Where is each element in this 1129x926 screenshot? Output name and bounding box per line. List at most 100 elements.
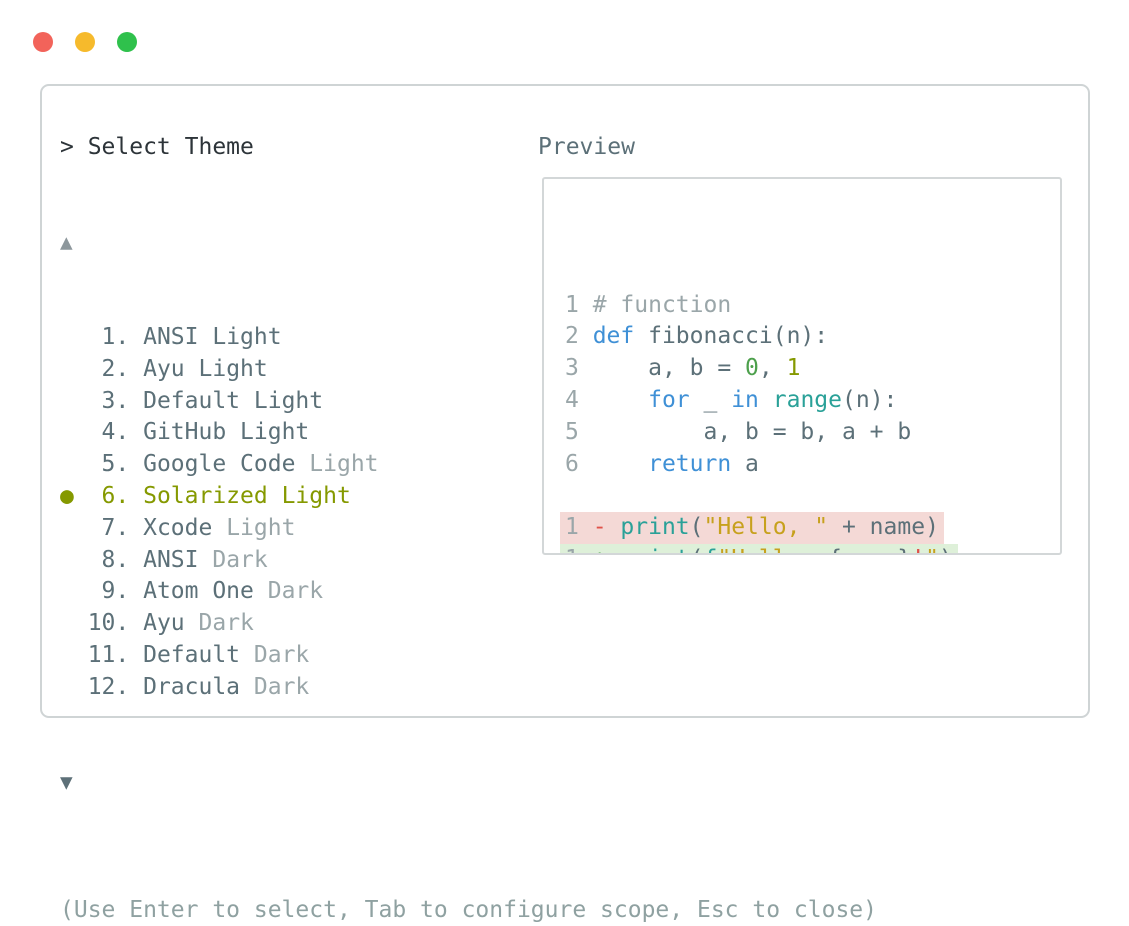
code-line: 6 return a <box>565 449 1060 481</box>
theme-option-name: Default <box>143 641 241 668</box>
theme-option-variant: Light <box>198 355 268 382</box>
spacer <box>198 324 212 350</box>
bullet-spacer <box>60 578 88 604</box>
code-line: 5 a, b = b, a + b <box>565 417 1060 449</box>
code-token: print <box>620 514 690 541</box>
code-token: f <box>704 546 718 553</box>
maximize-button[interactable] <box>117 32 137 52</box>
code-token: print <box>620 546 689 553</box>
theme-option-atom-one-dark[interactable]: 9. Atom One Dark <box>60 576 538 608</box>
theme-option-name: ANSI <box>143 546 199 573</box>
theme-option-name: Default <box>143 387 241 414</box>
theme-option-name: Ayu <box>143 610 185 637</box>
scroll-down-icon[interactable]: ▼ <box>60 770 73 795</box>
line-number: 1 <box>565 514 593 541</box>
theme-option-ayu-dark[interactable]: 10. Ayu Dark <box>60 608 538 640</box>
bullet-spacer <box>60 547 88 573</box>
theme-option-variant: Light <box>240 419 310 446</box>
code-line: 3 a, b = 0, 1 <box>565 353 1060 385</box>
minimize-button[interactable] <box>75 32 95 52</box>
code-line: 1 # function <box>565 290 1060 322</box>
code-token: + <box>593 546 621 553</box>
theme-option-variant: Dark <box>212 546 268 573</box>
theme-option-ayu-light[interactable]: 2. Ayu Light <box>60 354 538 386</box>
theme-option-variant: Light <box>226 514 296 541</box>
theme-option-variant: Light <box>309 451 379 478</box>
code-line: 4 for _ in range(n): <box>565 385 1060 417</box>
theme-option-number: 3. <box>87 387 144 414</box>
code-token: 0 <box>745 355 759 382</box>
theme-option-google-code-light[interactable]: 5. Google Code Light <box>60 449 538 481</box>
spacer <box>198 547 212 573</box>
theme-option-name: Dracula <box>143 673 241 700</box>
code-token: def <box>592 323 635 350</box>
theme-option-variant: Dark <box>253 641 310 668</box>
theme-option-ansi-light[interactable]: 1. ANSI Light <box>60 322 538 354</box>
code-token: ( <box>690 546 704 553</box>
preview-label: Preview <box>538 134 635 160</box>
bullet-spacer <box>60 674 88 700</box>
spacer <box>240 674 254 700</box>
theme-option-number: 1. <box>87 323 144 350</box>
theme-option-name: Solarized <box>143 482 268 509</box>
theme-option-variant: Dark <box>267 578 324 605</box>
line-number: 1 <box>565 291 593 318</box>
theme-option-variant: Light <box>212 323 282 350</box>
line-number: 1 <box>565 546 593 553</box>
code-token <box>759 387 773 413</box>
theme-option-name: ANSI <box>143 323 199 350</box>
theme-option-number: 11. <box>87 641 144 668</box>
code-token: - <box>592 514 621 541</box>
spacer <box>254 578 268 604</box>
spacer <box>185 356 199 382</box>
line-number: 5 <box>565 418 593 445</box>
code-token: ) <box>939 546 953 553</box>
theme-option-name: GitHub <box>143 419 227 446</box>
spacer <box>226 419 240 445</box>
theme-option-name: Atom One <box>143 578 254 605</box>
scroll-up-icon[interactable]: ▲ <box>60 229 73 254</box>
code-token: for <box>648 386 690 413</box>
theme-option-default-light[interactable]: 3. Default Light <box>60 386 538 418</box>
code-token: return <box>648 450 732 477</box>
code-token: 1 <box>786 355 801 382</box>
theme-option-solarized-light[interactable]: ● 6. Solarized Light <box>60 481 538 513</box>
diff-line: 1 + print(f"Hello, {name}!") <box>560 543 1060 553</box>
spacer <box>185 610 199 636</box>
spacer <box>240 642 254 668</box>
code-token: a <box>731 450 759 477</box>
bullet-spacer <box>60 610 88 636</box>
bullet-spacer <box>60 356 88 382</box>
theme-option-number: 6. <box>87 482 144 509</box>
code-token: + name) <box>828 514 939 541</box>
keyboard-hint: (Use Enter to select, Tab to configure s… <box>60 896 877 923</box>
theme-option-ansi-dark[interactable]: 8. ANSI Dark <box>60 545 538 577</box>
code-token: a, b = b, a + b <box>592 418 912 445</box>
theme-option-default-dark[interactable]: 11. Default Dark <box>60 640 538 672</box>
theme-option-variant: Dark <box>253 673 310 700</box>
bullet-spacer <box>60 451 88 477</box>
theme-option-number: 7. <box>87 514 144 541</box>
blank-line <box>565 480 1060 512</box>
theme-option-github-light[interactable]: 4. GitHub Light <box>60 417 538 449</box>
diff-removed-highlight: 1 - print("Hello, " + name) <box>560 512 944 544</box>
theme-option-dracula-dark[interactable]: 12. Dracula Dark <box>60 672 538 704</box>
theme-option-xcode-light[interactable]: 7. Xcode Light <box>60 513 538 545</box>
selected-bullet-icon: ● <box>60 482 88 509</box>
code-token <box>593 387 648 413</box>
code-token: in <box>731 386 759 413</box>
theme-option-number: 9. <box>87 578 144 605</box>
code-token: ( <box>689 514 704 541</box>
close-button[interactable] <box>33 32 53 52</box>
window-controls <box>33 32 137 52</box>
bullet-spacer <box>60 388 88 414</box>
spacer <box>268 483 282 509</box>
spacer <box>212 515 226 541</box>
theme-option-number: 12. <box>87 673 144 700</box>
bullet-spacer <box>60 324 88 350</box>
diff-line: 1 - print("Hello, " + name) <box>560 512 1060 544</box>
code-token: (n): <box>842 386 898 413</box>
